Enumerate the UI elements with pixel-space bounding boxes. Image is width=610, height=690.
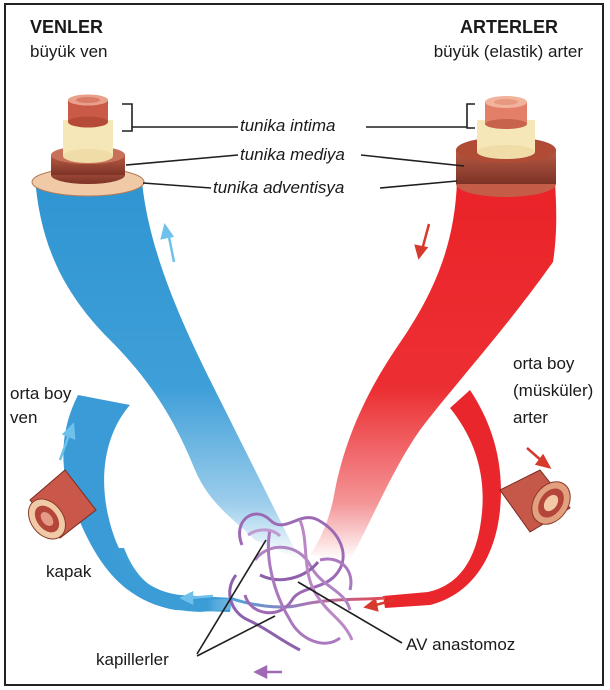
valve-label: kapak	[46, 562, 91, 582]
medium-vein-label-2: ven	[10, 408, 37, 428]
veins-title: VENLER	[30, 17, 103, 37]
medium-artery-label-1: orta boy	[513, 354, 574, 374]
large-vein-label: büyük ven	[30, 42, 108, 62]
large-artery-label: büyük (elastik) arter	[434, 42, 583, 62]
capillary-arrow	[256, 667, 282, 677]
tunica-adventitia-label: tunika adventisya	[213, 178, 344, 198]
vein-vessel	[21, 95, 300, 613]
artery-cross-section	[500, 470, 578, 532]
artery-vessel	[310, 96, 578, 610]
medium-artery-label-3: arter	[513, 408, 548, 428]
arteries-title: ARTERLER	[460, 17, 558, 37]
capillaries-label: kapillerler	[96, 650, 169, 670]
tunica-intima-label: tunika intima	[240, 116, 335, 136]
medium-vein-label-1: orta boy	[10, 384, 71, 404]
tunica-media-label: tunika mediya	[240, 145, 345, 165]
av-anastomosis-label: AV anastomoz	[406, 635, 515, 655]
medium-artery-label-2: (müsküler)	[513, 381, 593, 401]
